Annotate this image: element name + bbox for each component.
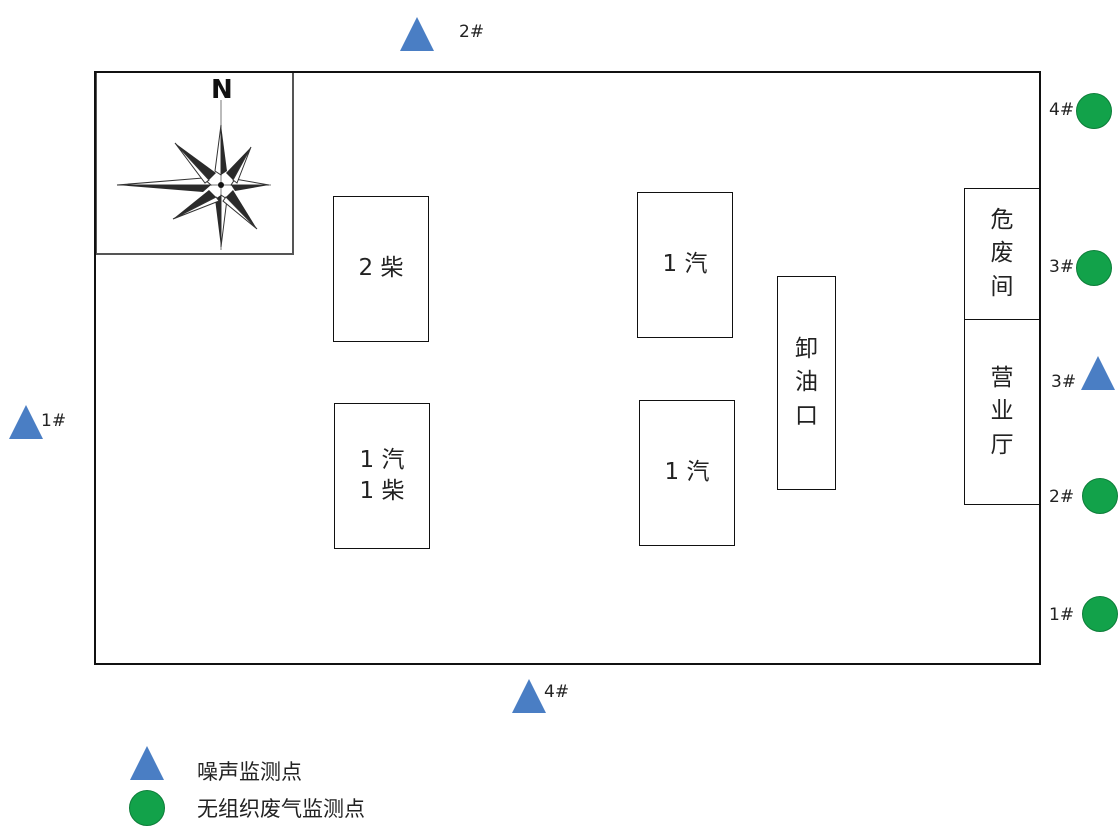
legend-noise-label: 噪声监测点: [197, 760, 302, 784]
oil-unloading-port-label: 卸油口: [795, 335, 818, 429]
gas-dispenser-upper-label: 1 汽: [662, 251, 708, 278]
gas-diesel-label-line1: 1 汽: [359, 446, 405, 473]
hazardous-waste-room-label: 危废间: [990, 206, 1014, 300]
diesel-dispenser-2: 2 柴: [333, 196, 429, 342]
oil-unloading-port: 卸油口: [777, 276, 836, 490]
gas-diesel-label-line2: 1 柴: [359, 478, 405, 504]
hazardous-waste-room: 危废间: [964, 188, 1040, 320]
gas-diesel-dispenser: 1 汽 1 柴: [334, 403, 430, 549]
legend-noise-marker: [130, 746, 164, 780]
noise-point-3-label: 3#: [1051, 372, 1077, 392]
gas-point-1-marker: [1082, 596, 1118, 632]
noise-point-2-label: 2#: [459, 22, 485, 42]
business-hall-label: 营业厅: [990, 364, 1014, 458]
legend-gas-label: 无组织废气监测点: [197, 797, 365, 821]
gas-dispenser-upper: 1 汽: [637, 192, 733, 338]
noise-point-3-marker: [1081, 356, 1115, 390]
legend-gas-marker: [129, 790, 165, 826]
noise-point-1-marker: [9, 405, 43, 439]
site-boundary: [94, 71, 1041, 665]
gas-point-4-marker: [1076, 93, 1112, 129]
gas-point-3-label: 3#: [1049, 257, 1075, 277]
business-hall: 营业厅: [964, 319, 1040, 505]
noise-point-4-marker: [512, 679, 546, 713]
noise-point-2-marker: [400, 17, 434, 51]
gas-dispenser-lower-label: 1 汽: [664, 459, 710, 486]
compass-rose: N: [96, 73, 294, 255]
gas-point-2-marker: [1082, 478, 1118, 514]
noise-point-1-label: 1#: [41, 411, 67, 431]
compass-icon: [116, 100, 271, 250]
gas-point-2-label: 2#: [1049, 487, 1075, 507]
noise-point-4-label: 4#: [544, 682, 570, 702]
north-label: N: [211, 75, 233, 105]
gas-point-1-label: 1#: [1049, 605, 1075, 625]
gas-dispenser-lower: 1 汽: [639, 400, 735, 546]
gas-point-3-marker: [1076, 250, 1112, 286]
diesel-dispenser-2-label: 2 柴: [358, 255, 404, 282]
gas-point-4-label: 4#: [1049, 100, 1075, 120]
